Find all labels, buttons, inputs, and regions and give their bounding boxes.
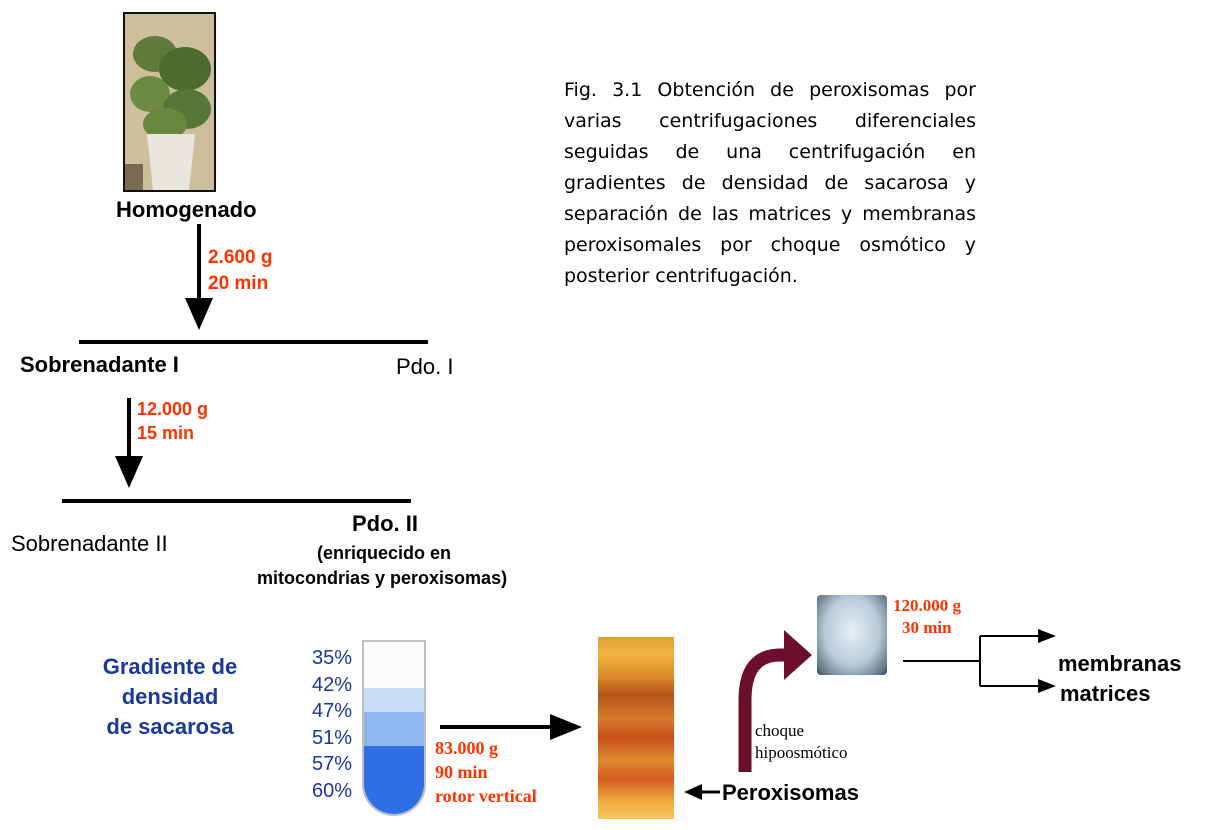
percent-list: 35% 42% 47% 51% 57% 60% bbox=[300, 645, 352, 804]
shock-time: 30 min bbox=[902, 618, 952, 637]
gradient-rotor: rotor vertical bbox=[435, 786, 537, 806]
figure-caption: Fig. 3.1 Obtención de peroxisomas por va… bbox=[564, 79, 976, 287]
arrow-step2-head bbox=[115, 456, 143, 488]
pellet-2-label: Pdo. II bbox=[352, 511, 418, 536]
gradient-label-line3: de sacarosa bbox=[106, 714, 234, 739]
arrow-peroxisomes-head bbox=[684, 784, 702, 800]
homogenate-label: Homogenado bbox=[116, 197, 257, 222]
arrow-membranes-head bbox=[1038, 629, 1056, 643]
shock-label-line1: choque bbox=[755, 721, 805, 740]
arrow-step1-head bbox=[185, 298, 213, 330]
gradient-speed: 83.000 g bbox=[435, 738, 498, 758]
percent-35: 35% bbox=[311, 647, 352, 669]
gradient-time: 90 min bbox=[435, 762, 488, 782]
plant-photo bbox=[123, 12, 216, 192]
gradient-label-line2: densidad bbox=[121, 684, 219, 709]
percent-57: 57% bbox=[311, 753, 352, 775]
step2-speed: 12.000 g bbox=[137, 399, 209, 419]
step1-speed: 2.600 g bbox=[208, 247, 273, 268]
pellet-2-note-line2: mitocondrias y peroxisomas) bbox=[257, 568, 508, 588]
layer-47 bbox=[364, 688, 424, 712]
arrow-gradient-head bbox=[550, 714, 582, 740]
step1-time: 20 min bbox=[208, 273, 269, 294]
arrow-shock-curve bbox=[738, 648, 790, 772]
arrow-matrices-head bbox=[1038, 679, 1056, 693]
supernatant-2-label: Sobrenadante II bbox=[11, 531, 168, 556]
centrifuged-gradient-tube bbox=[598, 637, 674, 819]
gradient-label-line1: Gradiente de bbox=[102, 654, 238, 679]
percent-51: 51% bbox=[311, 726, 352, 749]
percent-60: 60% bbox=[311, 779, 352, 802]
shock-label-line2: hipoosmótico bbox=[755, 743, 848, 762]
layer-57-60 bbox=[364, 746, 424, 814]
membranes-label: membranas bbox=[1058, 651, 1182, 676]
step2-time: 15 min bbox=[137, 423, 195, 443]
percent-47: 47% bbox=[311, 700, 352, 722]
shock-speed: 120.000 g bbox=[893, 596, 961, 615]
arrow-shock-head bbox=[784, 630, 812, 680]
sucrose-gradient-tube bbox=[362, 640, 426, 816]
peroxisomes-label: Peroxisomas bbox=[722, 780, 859, 805]
centrifuge-tube-photo bbox=[817, 595, 887, 675]
percent-42: 42% bbox=[311, 673, 352, 696]
supernatant-1-label: Sobrenadante I bbox=[20, 352, 179, 377]
pellet-2-note-line1: (enriquecido en bbox=[317, 543, 452, 563]
pellet-1-label: Pdo. I bbox=[396, 354, 454, 379]
matrices-label: matrices bbox=[1060, 681, 1151, 706]
layer-51 bbox=[364, 712, 424, 746]
